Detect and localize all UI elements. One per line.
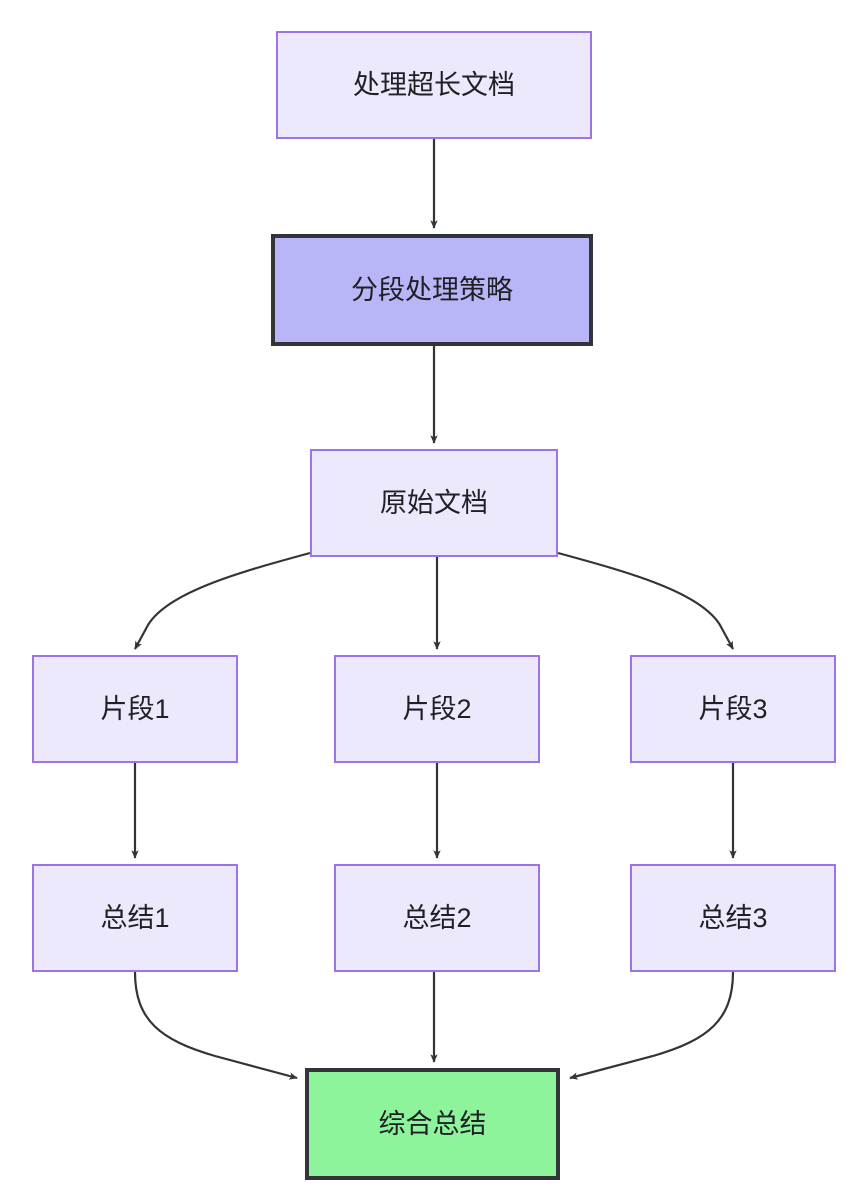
node-label: 总结1	[100, 902, 170, 933]
node-label: 处理超长文档	[353, 69, 515, 100]
node-chunk-2[interactable]: 片段2	[334, 655, 540, 763]
node-summary-1[interactable]: 总结1	[32, 864, 238, 972]
node-chunk-1[interactable]: 片段1	[32, 655, 238, 763]
node-label: 片段1	[100, 693, 170, 724]
node-summary-3[interactable]: 总结3	[630, 864, 836, 972]
node-label: 总结3	[698, 902, 768, 933]
node-label: 原始文档	[380, 487, 488, 518]
edge-source-to-chunk3	[557, 551, 734, 650]
node-source-document[interactable]: 原始文档	[310, 449, 558, 557]
node-label: 片段2	[402, 693, 472, 724]
node-chunking-strategy[interactable]: 分段处理策略	[271, 234, 593, 346]
edge-sum3-to-final	[569, 971, 735, 1080]
node-summary-2[interactable]: 总结2	[334, 864, 540, 972]
node-label: 综合总结	[378, 1108, 487, 1139]
edge-source-to-chunk1	[134, 551, 311, 650]
node-combined-summary[interactable]: 综合总结	[305, 1068, 560, 1180]
node-label: 总结2	[402, 902, 472, 933]
node-process-long-document[interactable]: 处理超长文档	[276, 31, 592, 139]
node-chunk-3[interactable]: 片段3	[630, 655, 836, 763]
edge-sum1-to-final	[133, 971, 298, 1080]
node-label: 分段处理策略	[351, 274, 513, 305]
node-label: 片段3	[698, 693, 768, 724]
